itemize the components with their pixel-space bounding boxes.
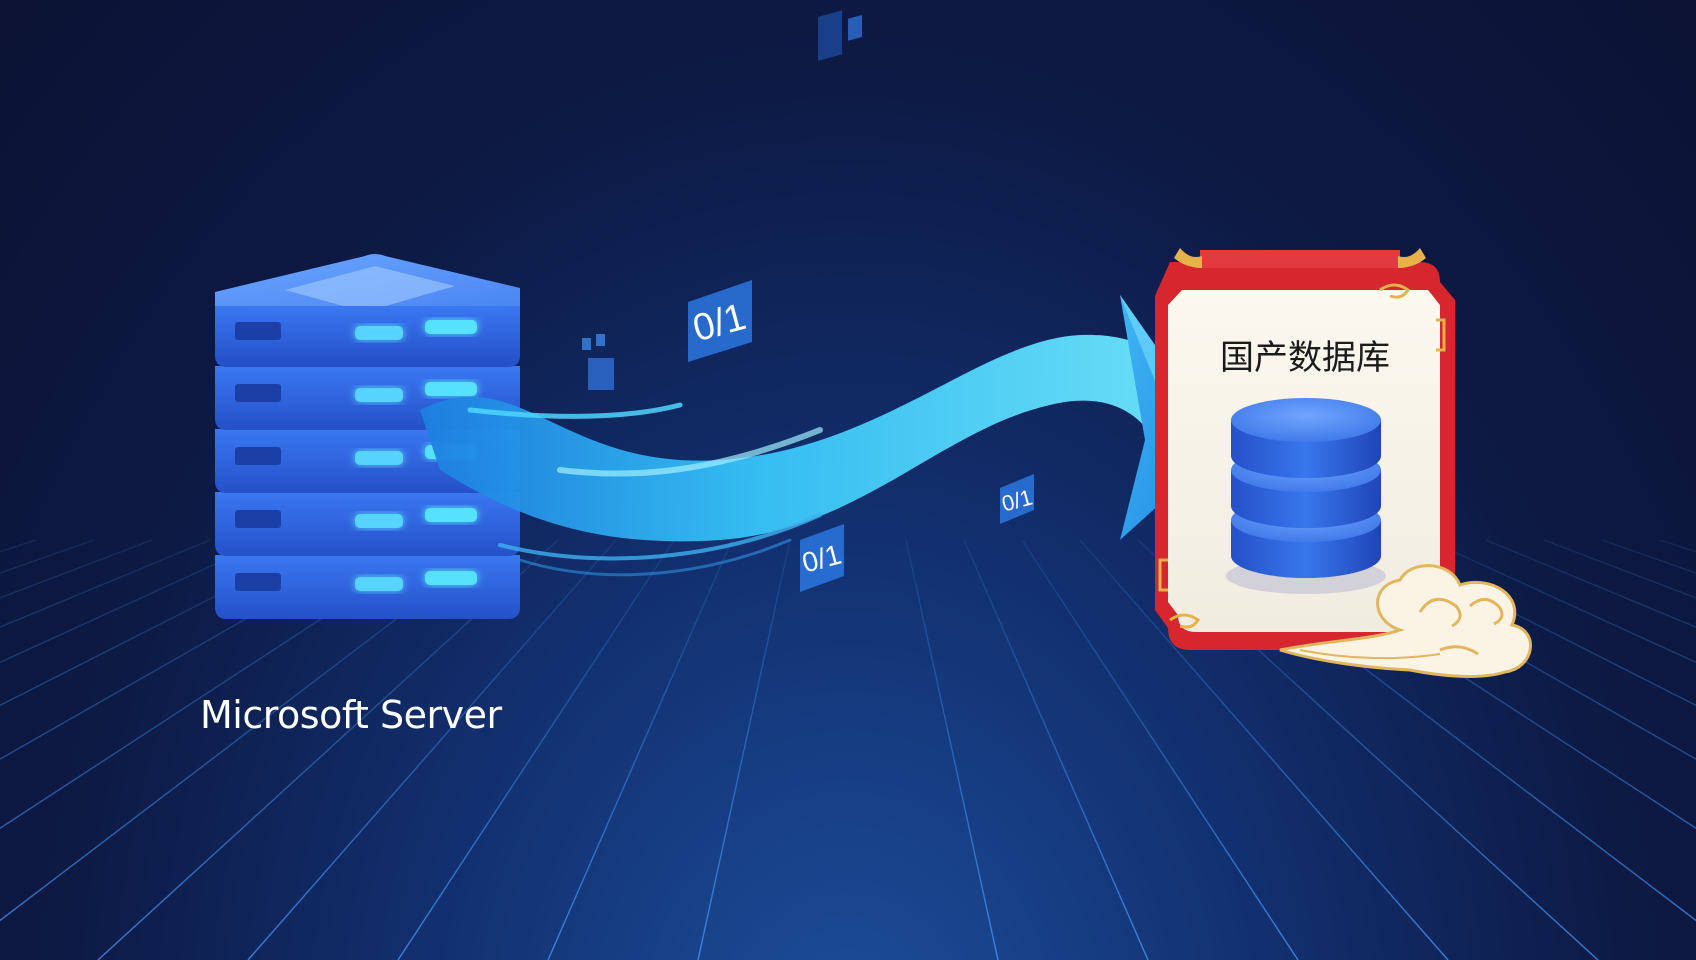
frame-gold-ornament — [1169, 613, 1200, 629]
server-port — [235, 510, 281, 528]
flow-streak-bottom — [498, 513, 822, 561]
database-icon — [1226, 398, 1386, 594]
server-led — [355, 326, 403, 340]
data-chip: 0/1 — [799, 524, 844, 592]
server-led — [355, 514, 403, 528]
database-disk-top — [1231, 398, 1381, 442]
server-port — [235, 573, 281, 591]
server-led — [425, 382, 477, 396]
frame-top-bar — [1200, 250, 1400, 268]
data-block — [588, 358, 614, 390]
grid-line — [0, 539, 95, 574]
grid-line — [1601, 539, 1696, 574]
grid-line — [963, 539, 1149, 960]
grid-line — [697, 539, 791, 960]
database-disk — [1231, 398, 1381, 478]
frame-gold-ornament — [1436, 318, 1446, 352]
server-port — [235, 384, 281, 402]
cloud-icon — [1279, 564, 1532, 678]
data-block — [818, 10, 842, 61]
target-database-title: 国产数据库 — [1220, 338, 1390, 378]
server-stack-icon — [215, 254, 520, 619]
grid-line — [0, 539, 269, 664]
grid-line — [1021, 539, 1299, 960]
grid-line — [397, 539, 675, 960]
grid-line — [0, 539, 327, 707]
server-led — [355, 451, 403, 465]
server-port — [235, 322, 281, 340]
frame-gold-ornament — [1158, 558, 1168, 592]
frame-gold-ornament — [1398, 248, 1426, 268]
cloud-tail — [1299, 649, 1441, 660]
data-chip: 0/1 — [999, 474, 1035, 524]
flow-arrow-body — [420, 334, 1175, 542]
server-top-panel — [285, 266, 455, 312]
server-unit — [215, 555, 520, 619]
cloud-swirl — [1439, 645, 1479, 656]
grid-line — [905, 539, 999, 960]
grid-line — [247, 539, 617, 960]
server-unit — [215, 492, 520, 556]
cloud-swirl — [1418, 597, 1462, 628]
frame-gold-ornament — [1174, 248, 1202, 268]
data-block — [582, 338, 591, 350]
server-led — [355, 388, 403, 402]
data-block — [596, 334, 605, 346]
data-chip: 0/1 — [688, 280, 752, 362]
cloud-swirl — [1469, 598, 1504, 626]
flow-arrow-highlight — [557, 427, 823, 477]
data-chips: 0/1 0/1 0/1 — [582, 10, 1035, 592]
grid-line — [1427, 539, 1696, 664]
flow-streak-top — [467, 402, 683, 419]
server-led — [425, 320, 477, 334]
frame-gold-ornament — [1379, 283, 1410, 299]
grid-line — [1079, 539, 1449, 960]
server-led — [425, 571, 477, 585]
server-led — [355, 577, 403, 591]
source-server-label: Microsoft Server — [200, 693, 502, 737]
data-block — [848, 15, 862, 41]
grid-line — [1485, 539, 1696, 628]
flow-streak-bottom-2 — [518, 538, 792, 577]
grid-line — [0, 539, 211, 628]
grid-line — [547, 539, 733, 960]
server-port — [235, 447, 281, 465]
server-led — [425, 508, 477, 522]
